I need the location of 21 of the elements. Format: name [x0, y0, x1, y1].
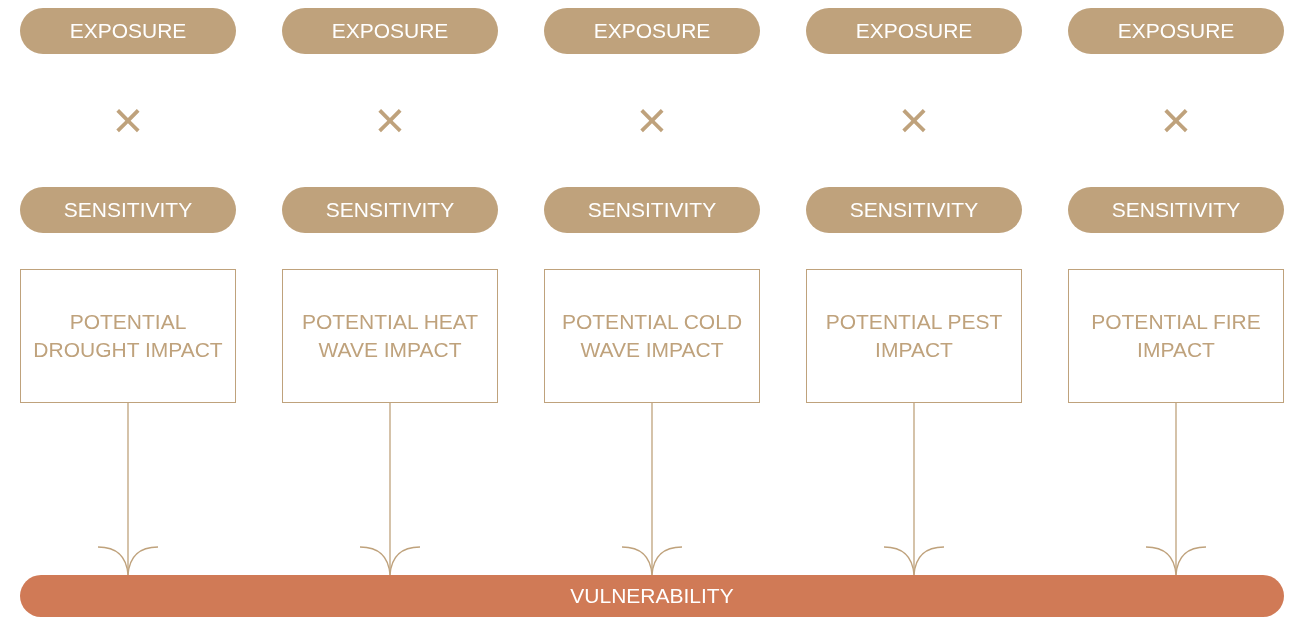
- multiplication-sign: ×: [897, 94, 931, 146]
- exposure-pill: EXPOSURE: [806, 8, 1022, 54]
- impact-box: POTENTIAL COLD WAVE IMPACT: [544, 269, 760, 403]
- vulnerability-bar: VULNERABILITY: [20, 575, 1284, 617]
- sensitivity-pill: SENSITIVITY: [806, 187, 1022, 233]
- multiplication-sign: ×: [373, 94, 407, 146]
- multiplication-sign: ×: [1159, 94, 1193, 146]
- sensitivity-pill: SENSITIVITY: [1068, 187, 1284, 233]
- multiplication-sign: ×: [111, 94, 145, 146]
- exposure-pill: EXPOSURE: [282, 8, 498, 54]
- impact-box: POTENTIAL PEST IMPACT: [806, 269, 1022, 403]
- impact-box: POTENTIAL DROUGHT IMPACT: [20, 269, 236, 403]
- impact-box: POTENTIAL FIRE IMPACT: [1068, 269, 1284, 403]
- sensitivity-pill: SENSITIVITY: [282, 187, 498, 233]
- sensitivity-pill: SENSITIVITY: [20, 187, 236, 233]
- exposure-pill: EXPOSURE: [20, 8, 236, 54]
- multiplication-sign: ×: [635, 94, 669, 146]
- impact-box: POTENTIAL HEAT WAVE IMPACT: [282, 269, 498, 403]
- exposure-pill: EXPOSURE: [1068, 8, 1284, 54]
- exposure-pill: EXPOSURE: [544, 8, 760, 54]
- sensitivity-pill: SENSITIVITY: [544, 187, 760, 233]
